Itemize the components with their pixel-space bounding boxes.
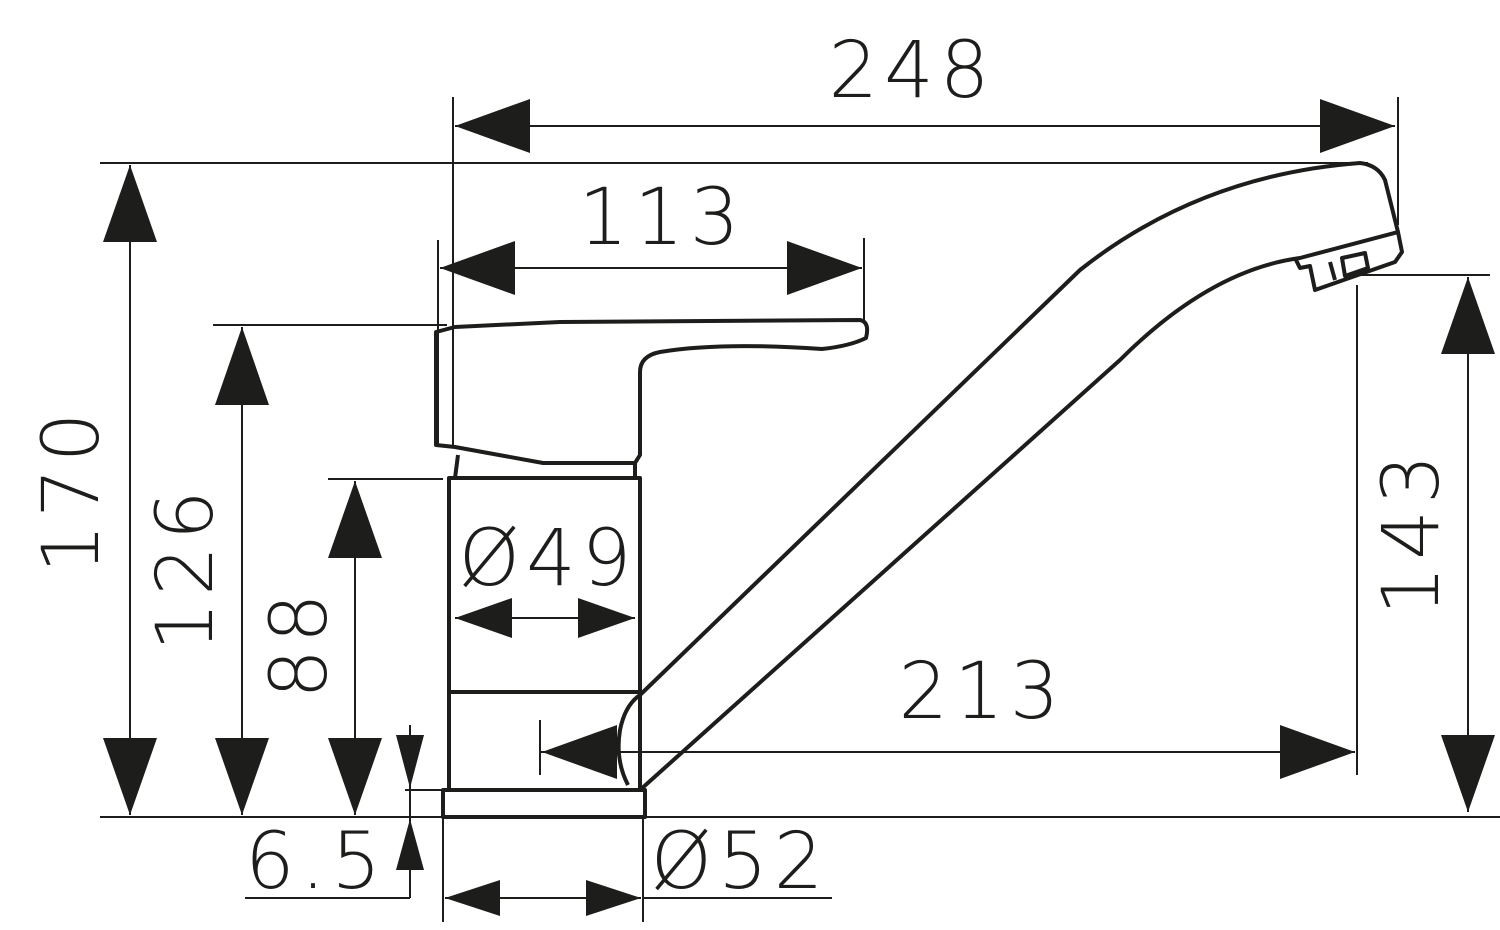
dimension-143-label: 143 xyxy=(1367,449,1457,616)
faucet-body xyxy=(447,476,642,792)
dimension-248-label: 248 xyxy=(829,26,996,116)
dimension-248: 248 xyxy=(455,26,1395,153)
faucet-spout xyxy=(616,161,1400,792)
dimension-126: 126 xyxy=(141,327,269,815)
dimension-113: 113 xyxy=(440,173,862,295)
dimension-diameter-49-label: Ø49 xyxy=(459,514,638,604)
dimension-6-5-label: 6.5 xyxy=(245,817,387,907)
dimension-170-label: 170 xyxy=(27,407,117,574)
dimension-213: 213 xyxy=(539,647,1355,779)
faucet-base xyxy=(441,788,647,819)
faucet-lever xyxy=(434,318,870,465)
dimension-113-label: 113 xyxy=(579,173,746,263)
spout-aerator xyxy=(1293,231,1404,292)
dimension-diameter-52-label: Ø52 xyxy=(651,817,830,907)
dimension-diameter-52: Ø52 xyxy=(445,817,830,916)
dimension-88-label: 88 xyxy=(255,587,345,698)
dimension-88: 88 xyxy=(255,481,382,815)
reference-lines xyxy=(100,97,1500,922)
dimension-6-5: 6.5 xyxy=(245,735,424,907)
dimension-126-label: 126 xyxy=(141,485,231,652)
dimension-diameter-49: Ø49 xyxy=(455,514,638,638)
faucet-outline xyxy=(434,161,1404,819)
dimension-213-label: 213 xyxy=(899,647,1066,737)
dimension-143: 143 xyxy=(1367,277,1495,812)
dimension-170: 170 xyxy=(27,165,157,815)
